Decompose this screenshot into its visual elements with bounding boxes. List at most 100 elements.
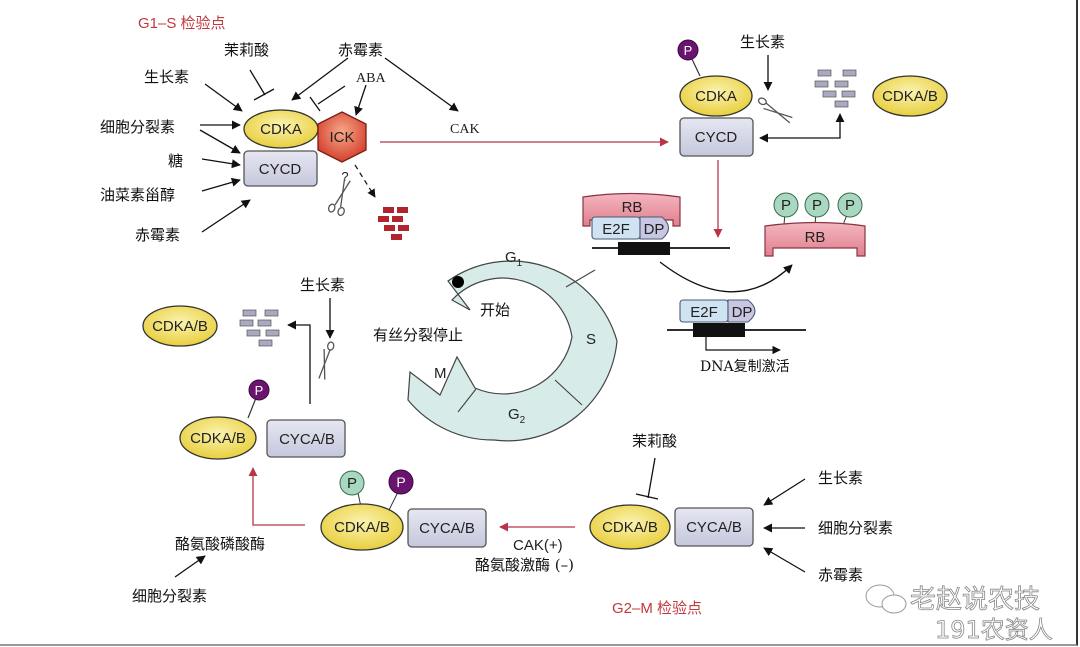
cell-cycle-ring: [407, 260, 618, 442]
scissors-icon: [327, 178, 351, 217]
phospho-green-circle: [804, 192, 830, 218]
cycle-ring-shape: [407, 260, 618, 442]
jasmonic-acid-label: 茉莉酸: [224, 41, 269, 59]
degraded-cyca-gray-icon: [239, 309, 280, 347]
rb-e2f-complex: RB E2F DP: [582, 192, 730, 255]
phase-m-label: M: [434, 365, 447, 382]
rb-release-curve-arrow: [659, 261, 793, 293]
phospho-purple-circle: [677, 39, 699, 61]
cycd-active-label: CYCD: [695, 129, 738, 146]
cycd-active-box: [679, 117, 754, 157]
degradation-bidirectional-arrow: [759, 113, 845, 143]
degradation-dashed-arrow: [354, 164, 376, 198]
scissors-icon: [318, 341, 335, 380]
promoter-block: [693, 323, 745, 337]
tyrosine-kinase-label: 酪氨酸激酶 (–): [475, 556, 574, 574]
g2m-checkpoint-title: G2–M 检验点: [612, 600, 702, 617]
cak-label: CAK: [450, 122, 480, 137]
transcription-arrow: [705, 337, 781, 355]
g1s-input-arrows: [199, 57, 459, 233]
cycd-box: [243, 150, 318, 187]
g1s-inactive-complex: CYCD CDKA ICK: [243, 109, 367, 187]
phospho-label: P: [396, 474, 405, 490]
g2m-active-complex: P P CYCA/B CDKA/B: [320, 469, 487, 551]
g1s-inhibition-lines: [249, 69, 346, 112]
exit-free-cdkab-label: CDKA/B: [152, 318, 208, 335]
phospho-purple-circle: [388, 469, 414, 495]
g2m-input-arrows: [763, 478, 806, 573]
g1s-input-brassinosteroid: 油菜素甾醇: [100, 186, 175, 204]
cdka-active-ellipse: [679, 75, 753, 117]
phospho-label: P: [845, 197, 855, 214]
exit-free-cdkab-ellipse: [142, 305, 218, 347]
cytokinin-to-phosphatase-arrow: [174, 555, 206, 578]
exit-degradation-arrow: [287, 320, 311, 404]
cdka-active-label: CDKA: [695, 88, 737, 105]
phospho-green-circle: [773, 192, 799, 218]
g2m-to-mitosis-arrow: [248, 467, 305, 526]
g2m-inhibition-line: [635, 457, 659, 500]
cdka-label: CDKA: [260, 121, 302, 138]
phospho-purple-circle: [248, 379, 270, 401]
dp-free-label: DP: [732, 304, 753, 321]
degraded-cycd-icon: [378, 207, 409, 240]
g1s-input-cytokinin: 细胞分裂素: [100, 118, 175, 136]
e2f-free-label: E2F: [690, 304, 718, 321]
dna-replication-label: DNA复制激活: [700, 358, 790, 375]
phospho-green-circle: [339, 470, 365, 496]
free-cdkab-label: CDKA/B: [882, 88, 938, 105]
rb-free-label: RB: [805, 229, 826, 246]
dp-bound-label: DP: [644, 221, 665, 238]
g1s-checkpoint-title: G1–S 检验点: [138, 15, 226, 32]
phase-s-label: S: [586, 331, 596, 348]
phospho-label: P: [781, 197, 791, 214]
g2m-input-auxin: 生长素: [818, 469, 863, 487]
phospho-label: P: [812, 197, 822, 214]
free-e2f-dp-complex: E2F DP: [667, 299, 806, 355]
phospho-green-circle: [837, 192, 863, 218]
e2f-bound-label: E2F: [602, 221, 630, 238]
g2m-jasmonic-acid-label: 茉莉酸: [632, 432, 677, 450]
phase-divider: [457, 388, 477, 413]
mitosis-active-complex: P CYCA/B CDKA/B: [179, 379, 346, 460]
watermark-line2: 191农资人: [935, 616, 1053, 644]
phosphorylated-rb: P P P RB: [764, 192, 866, 257]
degraded-cycd-gray-icon: [814, 69, 857, 108]
phase-g1-label: G1: [505, 249, 523, 269]
g1s-input-gibberellin: 赤霉素: [135, 226, 180, 244]
g1s-active-complex: P CYCD CDKA: [677, 39, 754, 157]
g2m-active-cycab-label: CYCA/B: [419, 520, 475, 537]
start-label: 开始: [480, 301, 510, 319]
phosphatase-label: 酪氨酸磷酸酶: [175, 535, 265, 553]
aba-label: ABA: [356, 71, 386, 86]
phase-divider: [554, 379, 583, 406]
g2m-input-cytokinin: 细胞分裂素: [818, 519, 893, 537]
start-dot: [452, 276, 464, 288]
g2m-inactive-complex: CYCA/B CDKA/B: [589, 504, 754, 550]
cycd-label: CYCD: [259, 161, 302, 178]
g2m-input-gibberellin: 赤霉素: [818, 566, 863, 584]
exit-auxin-label: 生长素: [300, 276, 345, 294]
scissors-icon: [757, 97, 793, 124]
g2m-active-cdkab-label: CDKA/B: [334, 519, 390, 536]
ick-label: ICK: [329, 129, 354, 146]
wechat-icon: [865, 584, 907, 614]
exit-cycab-box: [266, 419, 346, 458]
phospho-label: P: [255, 383, 264, 398]
exit-cycab-label: CYCA/B: [279, 431, 335, 448]
phospho-label: P: [347, 475, 357, 492]
g2m-cycab-box: [674, 507, 754, 547]
free-cdkab-ellipse: [872, 75, 948, 117]
exit-cdkab-label: CDKA/B: [190, 430, 246, 447]
g2m-active-cycab-box: [407, 508, 487, 548]
mitosis-stop-label: 有丝分裂停止: [373, 326, 463, 344]
g1s-input-auxin: 生长素: [144, 68, 189, 86]
dp-bound-shape: [639, 216, 670, 240]
ick-hexagon: [317, 111, 367, 163]
question-mark: ?: [341, 169, 348, 184]
rb-free-shape: [764, 221, 866, 257]
watermark: 老赵说农技 191农资人: [865, 584, 1053, 644]
g2m-active-cdkab-ellipse: [320, 503, 404, 551]
